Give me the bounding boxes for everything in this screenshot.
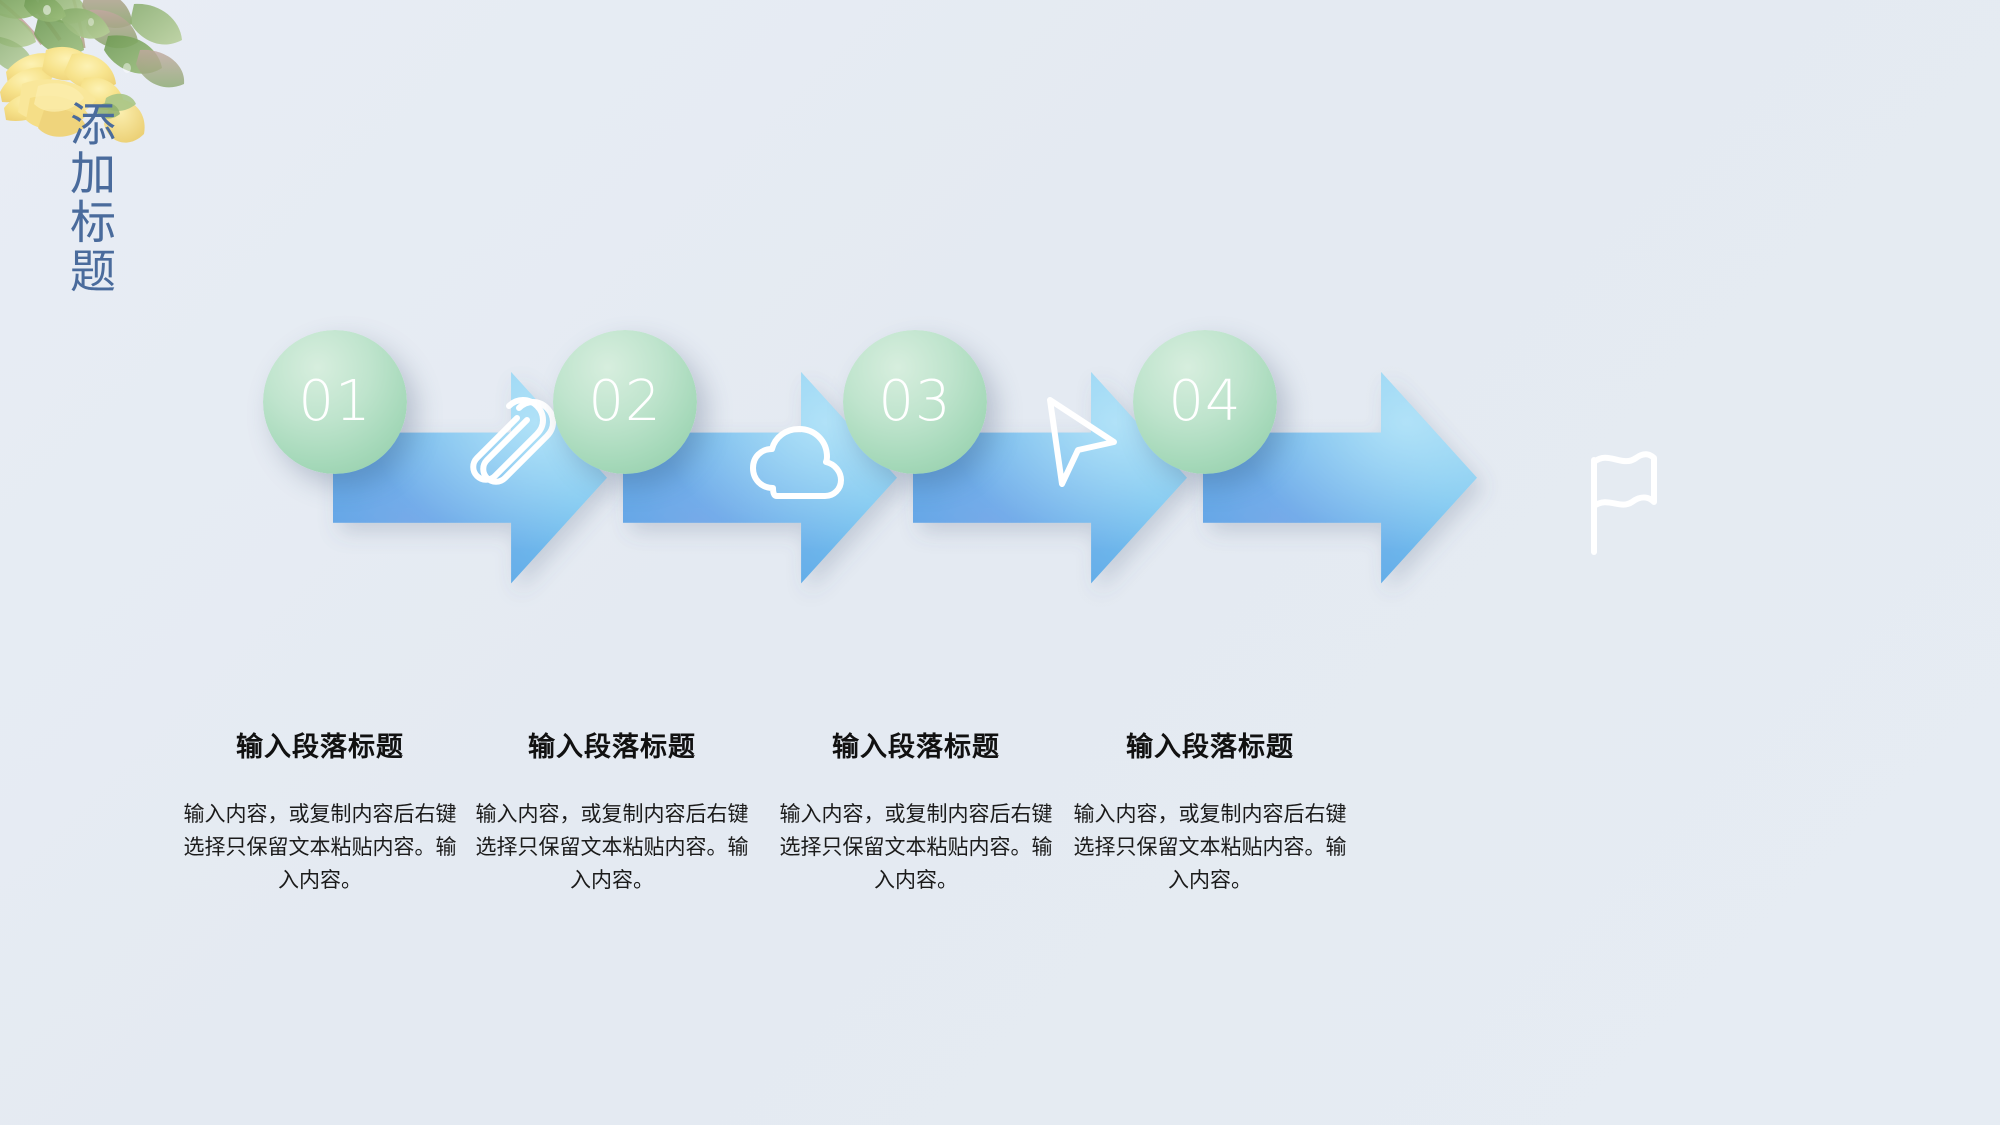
step-caption-1: 输入段落标题 输入内容，或复制内容后右键选择只保留文本粘贴内容。输入内容。 bbox=[170, 725, 470, 898]
step-circle-3[interactable]: 03 bbox=[843, 330, 987, 474]
step-title-4: 输入段落标题 bbox=[1126, 732, 1294, 763]
step-title-2: 输入段落标题 bbox=[528, 732, 696, 763]
circle-watercolor-texture bbox=[1133, 330, 1277, 474]
step-body-4: 输入内容，或复制内容后右键选择只保留文本粘贴内容。输入内容。 bbox=[1073, 802, 1347, 893]
flag-icon bbox=[1591, 451, 1657, 555]
step-caption-2: 输入段落标题 输入内容，或复制内容后右键选择只保留文本粘贴内容。输入内容。 bbox=[462, 725, 762, 898]
cloud-icon bbox=[750, 426, 844, 499]
step-caption-4: 输入段落标题 输入内容，或复制内容后右键选择只保留文本粘贴内容。输入内容。 bbox=[1060, 725, 1360, 898]
cursor-arrow-icon bbox=[1047, 397, 1117, 487]
step-number-1: 01 bbox=[298, 369, 372, 434]
step-body-1: 输入内容，或复制内容后右键选择只保留文本粘贴内容。输入内容。 bbox=[183, 802, 457, 893]
step-number-4: 04 bbox=[1168, 369, 1242, 434]
step-number-2: 02 bbox=[588, 369, 662, 434]
step-circle-2[interactable]: 02 bbox=[553, 330, 697, 474]
circle-watercolor-texture bbox=[843, 330, 987, 474]
step-body-2: 输入内容，或复制内容后右键选择只保留文本粘贴内容。输入内容。 bbox=[475, 802, 749, 893]
step-circle-4[interactable]: 04 bbox=[1133, 330, 1277, 474]
paperclip-icon bbox=[470, 397, 556, 485]
page-title: 添加标题 bbox=[63, 100, 117, 296]
step-title-3: 输入段落标题 bbox=[832, 732, 1000, 763]
circle-watercolor-texture bbox=[553, 330, 697, 474]
step-number-3: 03 bbox=[878, 369, 952, 434]
step-circle-1[interactable]: 01 bbox=[263, 330, 407, 474]
step-caption-3: 输入段落标题 输入内容，或复制内容后右键选择只保留文本粘贴内容。输入内容。 bbox=[766, 725, 1066, 898]
step-title-1: 输入段落标题 bbox=[236, 732, 404, 763]
circle-watercolor-texture bbox=[263, 330, 407, 474]
step-body-3: 输入内容，或复制内容后右键选择只保留文本粘贴内容。输入内容。 bbox=[779, 802, 1053, 893]
